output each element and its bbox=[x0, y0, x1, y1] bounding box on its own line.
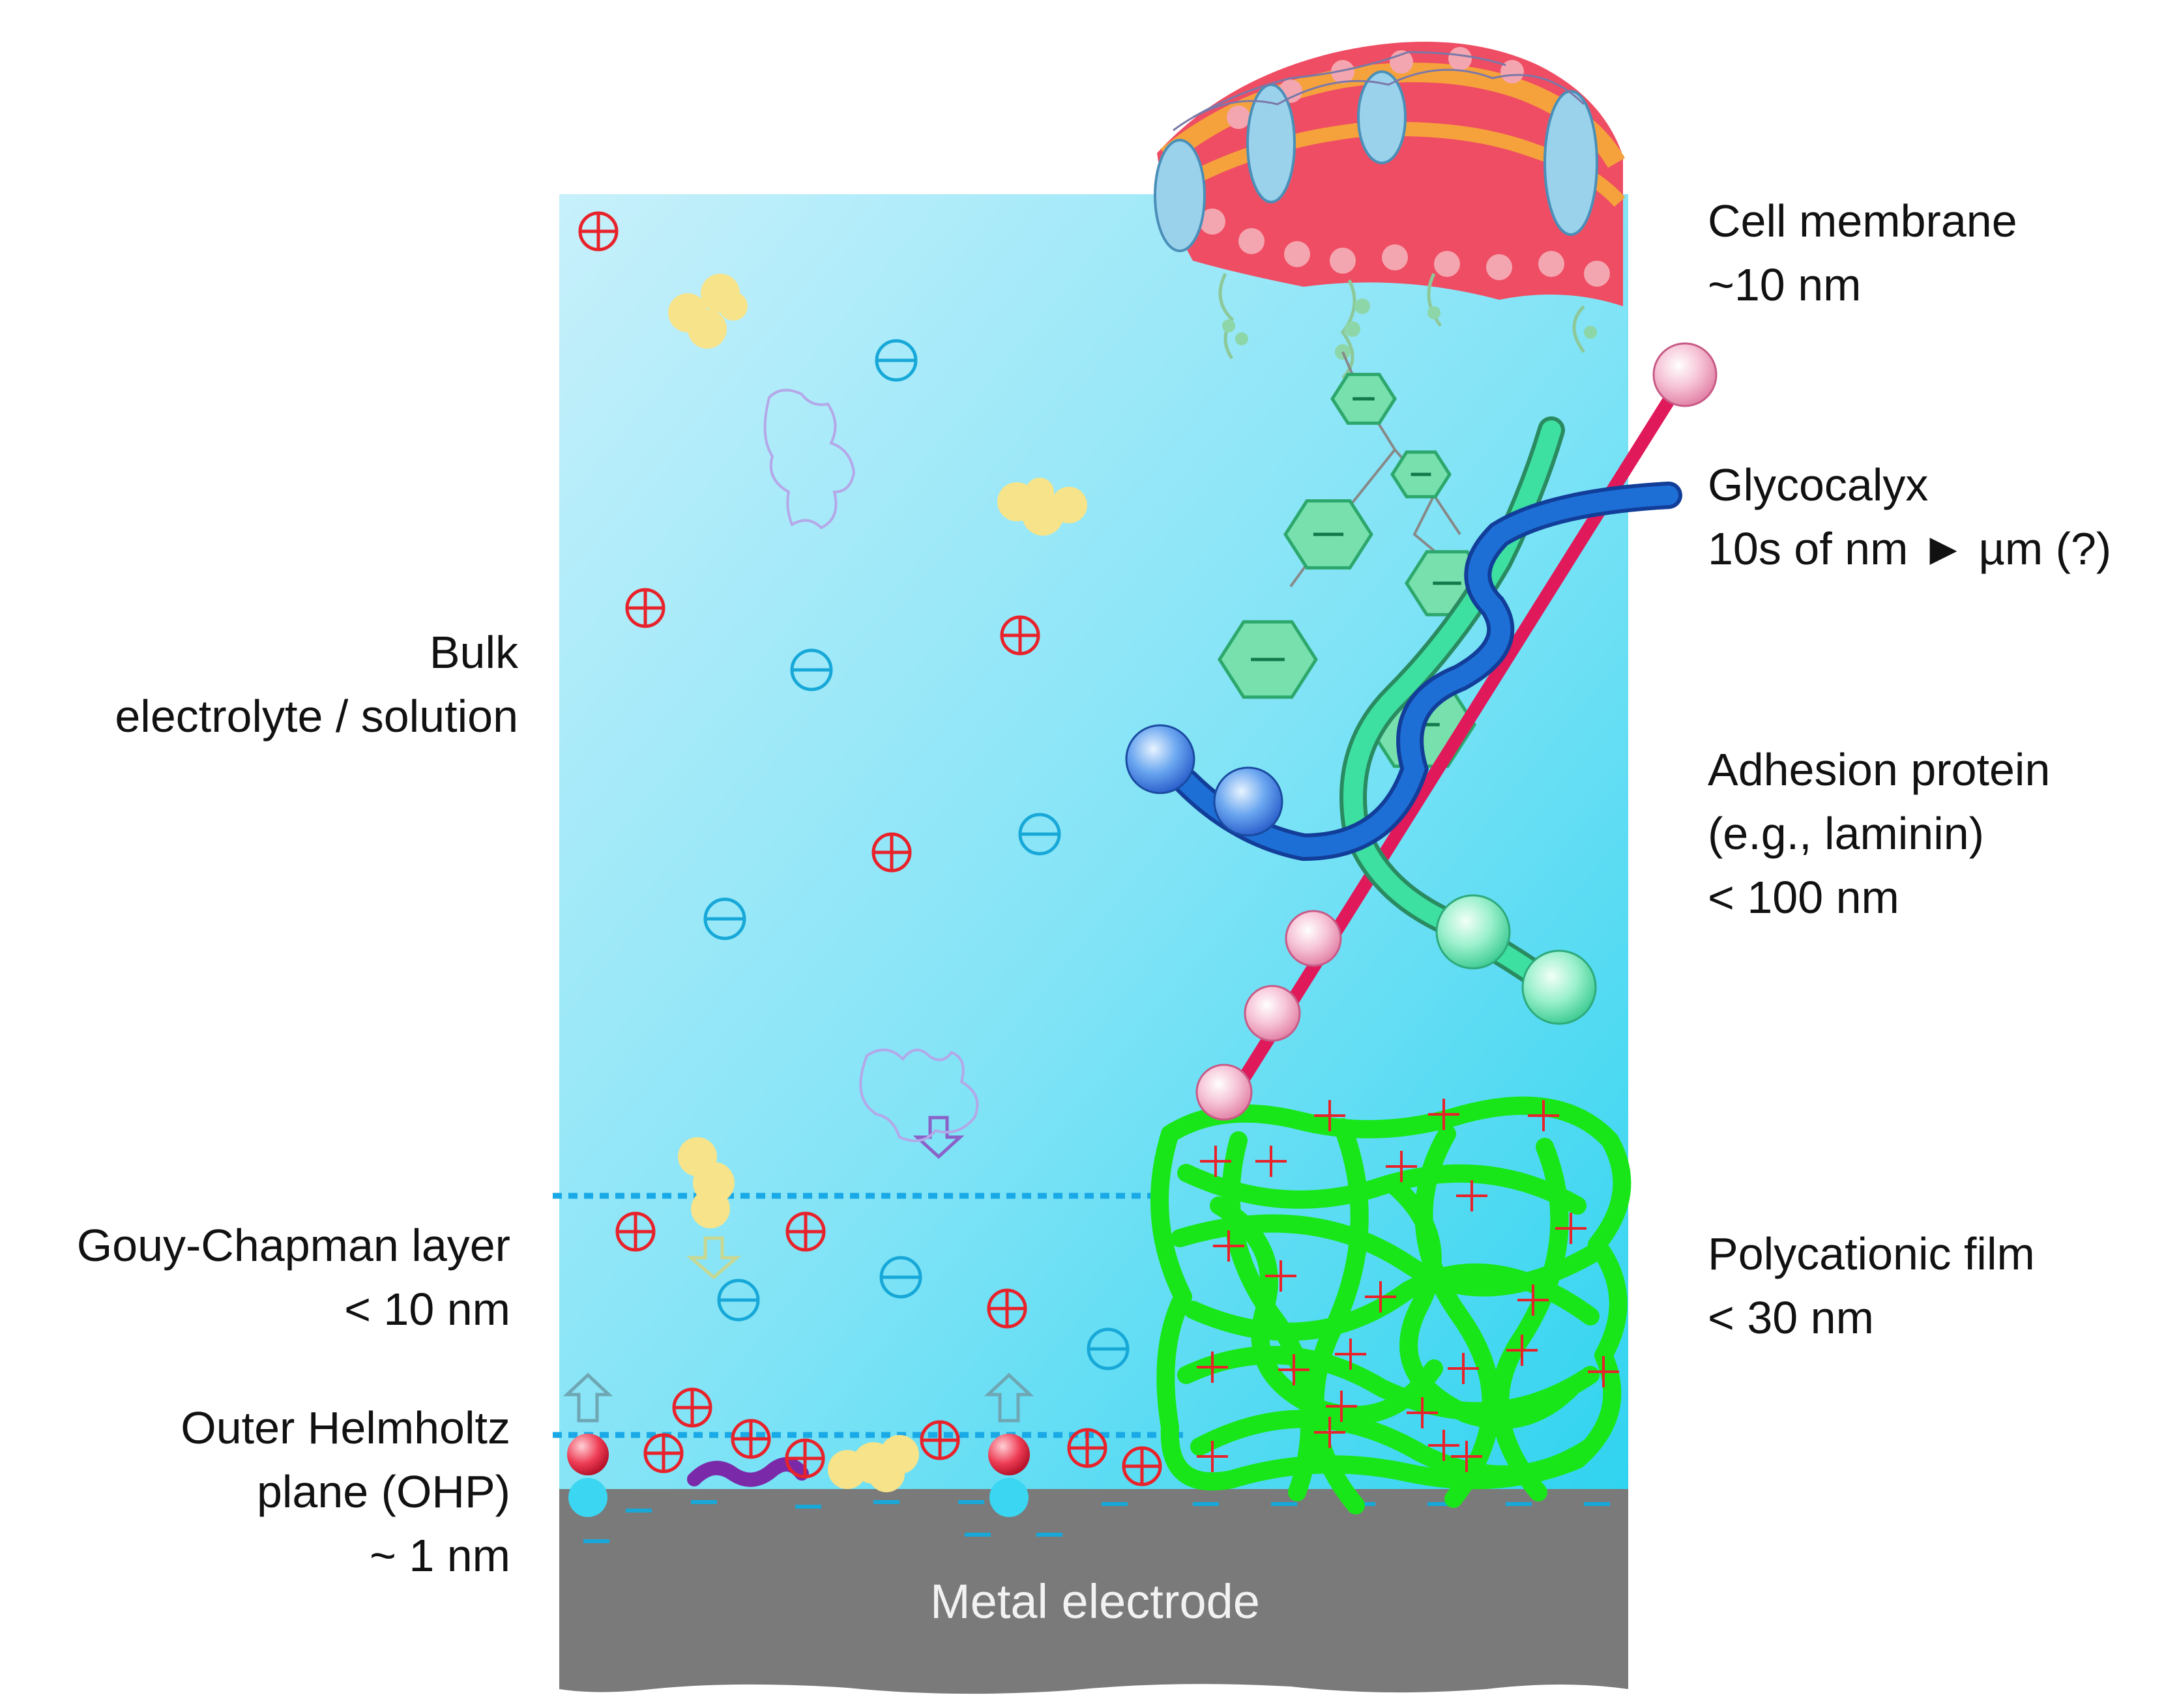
plus-charge-icon bbox=[1456, 1180, 1487, 1211]
plus-charge-icon bbox=[1326, 1391, 1357, 1422]
glycan-hexagon-icon bbox=[1330, 373, 1397, 425]
plus-charge-icon bbox=[1528, 1100, 1559, 1131]
anion-icon bbox=[1087, 1327, 1130, 1370]
plus-charge-icon bbox=[1588, 1356, 1619, 1387]
cation-icon bbox=[785, 1438, 825, 1479]
anion-icon bbox=[790, 648, 833, 691]
neutral-molecules bbox=[668, 274, 1087, 1492]
gouy-chapman-label: Gouy-Chapman layer < 10 nm bbox=[76, 1220, 510, 1335]
plus-charge-icon bbox=[1197, 1441, 1228, 1472]
anion-icon bbox=[703, 897, 746, 940]
cation-icon bbox=[672, 1387, 712, 1428]
plus-charge-icon bbox=[1428, 1099, 1459, 1130]
cation-icon bbox=[731, 1419, 771, 1459]
metal-electrode bbox=[559, 1489, 1628, 1694]
film-positive-charges bbox=[1197, 1099, 1619, 1472]
cation-icon bbox=[615, 1211, 656, 1252]
plus-charge-icon bbox=[1200, 1146, 1231, 1177]
cation-icon bbox=[625, 588, 665, 628]
adhesion-protein-laminin bbox=[1125, 342, 1718, 1121]
plus-charge-icon bbox=[1506, 1335, 1538, 1366]
ohp-label: Outer Helmholtz plane (OHP) ~ 1 nm bbox=[181, 1402, 510, 1581]
anions bbox=[703, 339, 1130, 1370]
plus-charge-icon bbox=[1451, 1441, 1482, 1472]
cation-icon bbox=[1122, 1446, 1162, 1486]
molecule bbox=[668, 274, 748, 349]
polycationic-film-label: Polycationic film < 30 nm bbox=[1708, 1228, 2035, 1343]
anion-icon bbox=[1018, 813, 1061, 856]
molecule bbox=[828, 1435, 919, 1492]
cation-icon bbox=[1000, 615, 1040, 656]
protein-outline bbox=[859, 1049, 979, 1142]
plus-charge-icon bbox=[1428, 1430, 1459, 1461]
cation-icon bbox=[1067, 1428, 1107, 1468]
cation-icon bbox=[643, 1433, 684, 1473]
plus-charge-icon bbox=[1386, 1151, 1417, 1182]
plus-charge-icon bbox=[1314, 1417, 1345, 1448]
plus-charge-icon bbox=[1407, 1397, 1438, 1428]
glycan-hexagon-icon bbox=[1218, 620, 1318, 699]
plus-charge-icon bbox=[1365, 1281, 1396, 1312]
bulk-label: Bulk electrolyte / solution bbox=[115, 627, 518, 742]
adhesion-protein-label: Adhesion protein (e.g., laminin) < 100 n… bbox=[1708, 744, 2051, 923]
plus-charge-icon bbox=[1314, 1100, 1345, 1131]
cell-membrane bbox=[1154, 42, 1626, 379]
glycan-hexagon-icon bbox=[1283, 499, 1373, 570]
protein-outline bbox=[763, 388, 856, 530]
cation-icon bbox=[785, 1211, 826, 1252]
glycan-hexagon-icon bbox=[1390, 450, 1452, 499]
anion-icon bbox=[875, 339, 918, 382]
molecule bbox=[997, 478, 1087, 536]
plus-charge-icon bbox=[1197, 1352, 1228, 1383]
plus-charge-icon bbox=[1265, 1260, 1296, 1292]
plus-charge-icon bbox=[1448, 1353, 1479, 1384]
glycocalyx-label: Glycocalyx 10s of nm ► µm (?) bbox=[1708, 459, 2112, 574]
molecule bbox=[678, 1137, 735, 1228]
metal-electrode-label: Metal electrode bbox=[930, 1574, 1260, 1628]
anion-icon bbox=[717, 1279, 760, 1322]
cation-icon bbox=[578, 211, 619, 252]
plus-charge-icon bbox=[1335, 1339, 1366, 1370]
polycationic-film bbox=[1150, 1096, 1631, 1514]
plus-charge-icon bbox=[1213, 1230, 1244, 1262]
plus-charge-icon bbox=[1255, 1146, 1287, 1177]
anion-icon bbox=[879, 1256, 922, 1299]
surface-negative-charges bbox=[583, 1500, 1610, 1543]
cations bbox=[578, 211, 1162, 1486]
plus-charge-icon bbox=[1278, 1354, 1309, 1385]
cell-membrane-label: Cell membrane ~10 nm bbox=[1708, 195, 2017, 310]
down-arrow-icon bbox=[686, 1236, 741, 1280]
plus-charge-icon bbox=[1517, 1284, 1549, 1316]
cation-icon bbox=[920, 1420, 960, 1460]
plus-charge-icon bbox=[1555, 1213, 1587, 1244]
cation-icon bbox=[871, 832, 912, 873]
cation-icon bbox=[987, 1288, 1027, 1329]
